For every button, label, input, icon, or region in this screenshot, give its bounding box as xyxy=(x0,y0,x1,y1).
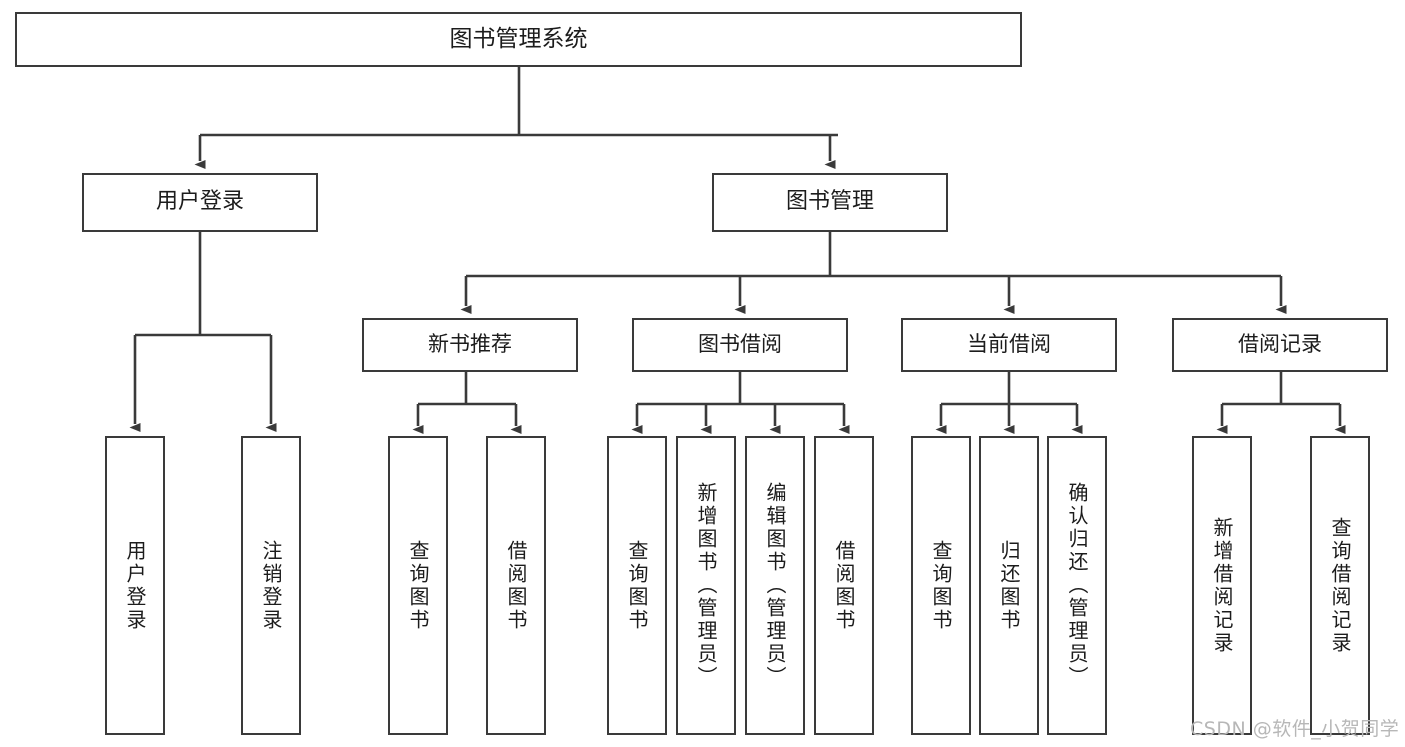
node-leaf-add-borrow-record[interactable]: 新增借阅记录 xyxy=(1192,436,1252,735)
node-leaf-query-borrow-record[interactable]: 查询借阅记录 xyxy=(1310,436,1370,735)
node-new-book-recommend[interactable]: 新书推荐 xyxy=(362,318,578,372)
node-label: 用户登录 xyxy=(123,539,147,632)
node-leaf-query-book-borrow[interactable]: 查询图书 xyxy=(607,436,667,735)
node-leaf-user-login[interactable]: 用户登录 xyxy=(105,436,165,735)
node-leaf-borrow-book-recommend[interactable]: 借阅图书 xyxy=(486,436,546,735)
node-leaf-edit-book-admin[interactable]: 编辑图书（管理员） xyxy=(745,436,805,735)
node-leaf-return-book[interactable]: 归还图书 xyxy=(979,436,1039,735)
node-label: 确认归还（管理员） xyxy=(1065,482,1089,689)
node-label: 新增借阅记录 xyxy=(1210,516,1234,655)
node-label: 查询图书 xyxy=(625,539,649,632)
node-label: 归还图书 xyxy=(997,539,1021,632)
node-leaf-query-book-current[interactable]: 查询图书 xyxy=(911,436,971,735)
node-book-borrow[interactable]: 图书借阅 xyxy=(632,318,848,372)
node-book-management[interactable]: 图书管理 xyxy=(712,173,948,232)
csdn-watermark: CSDN @软件_小贺同学 xyxy=(1190,718,1400,740)
node-label: 图书借阅 xyxy=(698,332,782,357)
node-leaf-query-book-recommend[interactable]: 查询图书 xyxy=(388,436,448,735)
node-label: 借阅图书 xyxy=(504,539,528,632)
node-label: 注销登录 xyxy=(259,539,283,632)
node-leaf-confirm-return-admin[interactable]: 确认归还（管理员） xyxy=(1047,436,1107,735)
node-current-borrow[interactable]: 当前借阅 xyxy=(901,318,1117,372)
node-label: 用户登录 xyxy=(155,189,244,215)
node-label: 查询图书 xyxy=(929,539,953,632)
node-user-login[interactable]: 用户登录 xyxy=(82,173,318,232)
node-label: 图书管理 xyxy=(785,189,874,215)
node-label: 借阅图书 xyxy=(832,539,856,632)
node-label: 新增图书（管理员） xyxy=(694,482,718,689)
node-book-management-system[interactable]: 图书管理系统 xyxy=(15,12,1022,67)
node-label: 查询借阅记录 xyxy=(1328,516,1352,655)
node-leaf-add-book-admin[interactable]: 新增图书（管理员） xyxy=(676,436,736,735)
node-label: 查询图书 xyxy=(406,539,430,632)
node-label: 当前借阅 xyxy=(967,332,1051,357)
node-leaf-borrow-book[interactable]: 借阅图书 xyxy=(814,436,874,735)
node-borrow-records[interactable]: 借阅记录 xyxy=(1172,318,1388,372)
node-label: 新书推荐 xyxy=(428,332,512,357)
node-label: 图书管理系统 xyxy=(449,25,588,52)
node-label: 借阅记录 xyxy=(1238,332,1322,357)
node-label: 编辑图书（管理员） xyxy=(763,482,787,689)
node-leaf-logout[interactable]: 注销登录 xyxy=(241,436,301,735)
